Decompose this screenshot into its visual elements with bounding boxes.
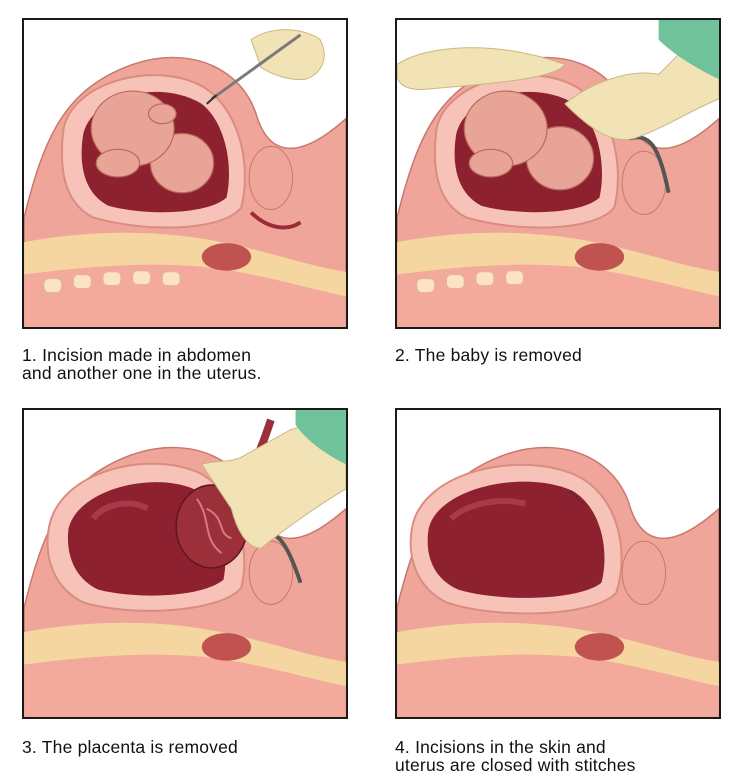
- step-1-caption: 1. Incision made in abdomen and another …: [22, 346, 262, 382]
- step-2-line-1: 2. The baby is removed: [395, 346, 582, 364]
- placenta-removal-illustration: [24, 410, 346, 717]
- step-4-line-2: uterus are closed with stitches: [395, 755, 636, 775]
- step-2-caption: 2. The baby is removed: [395, 346, 582, 364]
- step-1-line-2: and another one in the uterus.: [22, 363, 262, 383]
- step-3-caption: 3. The placenta is removed: [22, 738, 238, 756]
- step-2-text: The baby is removed: [414, 345, 582, 365]
- panel-step-1: [22, 18, 348, 329]
- step-1-number: 1.: [22, 345, 37, 365]
- panel-step-4: [395, 408, 721, 719]
- step-1-line-1: 1. Incision made in abdomen: [22, 346, 262, 364]
- stitched-uterus-illustration: [397, 446, 719, 717]
- step-1-text: Incision made in abdomen: [42, 345, 252, 365]
- incision-illustration: [24, 29, 346, 327]
- step-3-number: 3.: [22, 737, 37, 757]
- step-3-text: The placenta is removed: [41, 737, 238, 757]
- panel-step-3: [22, 408, 348, 719]
- step-4-caption: 4. Incisions in the skin and uterus are …: [395, 738, 636, 774]
- step-4-text: Incisions in the skin and: [415, 737, 606, 757]
- step-3-line-1: 3. The placenta is removed: [22, 738, 238, 756]
- step-4-line-1: 4. Incisions in the skin and: [395, 738, 636, 756]
- panel-step-2: [395, 18, 721, 329]
- step-4-number: 4.: [395, 737, 410, 757]
- step-2-number: 2.: [395, 345, 410, 365]
- baby-removal-illustration: [397, 20, 719, 327]
